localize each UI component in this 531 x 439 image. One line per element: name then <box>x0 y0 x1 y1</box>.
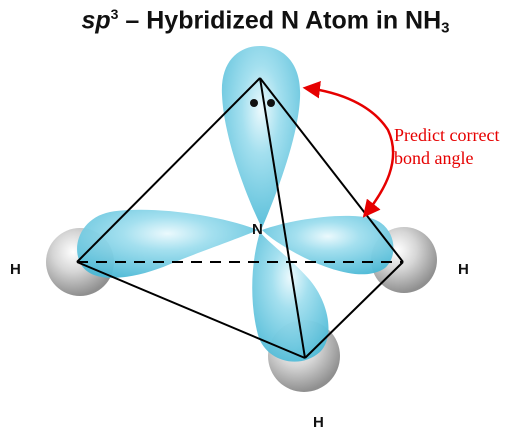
annotation-line-1: Predict correct <box>394 125 499 145</box>
title-main: Hybridized N Atom in NH <box>146 6 442 35</box>
hydrogen-label-right: H <box>458 261 469 278</box>
diagram-title: sp3 – Hybridized N Atom in NH3 <box>0 6 531 36</box>
annotation-arrow <box>302 80 395 218</box>
lone-pair-orbital <box>221 46 301 228</box>
title-subscript: 3 <box>441 19 450 37</box>
hydrogen-label-bottom: H <box>313 414 324 431</box>
hydrogen-label-left: H <box>10 261 21 278</box>
title-superscript: 3 <box>110 6 119 22</box>
title-hybrid-prefix: sp <box>81 6 111 35</box>
bottom-bonding-orbital <box>252 232 329 362</box>
title-dash: – <box>118 6 147 35</box>
annotation-line-2: bond angle <box>394 148 473 168</box>
left-bonding-orbital <box>77 209 258 278</box>
right-bonding-orbital <box>262 215 394 275</box>
nitrogen-label: N <box>252 221 263 238</box>
